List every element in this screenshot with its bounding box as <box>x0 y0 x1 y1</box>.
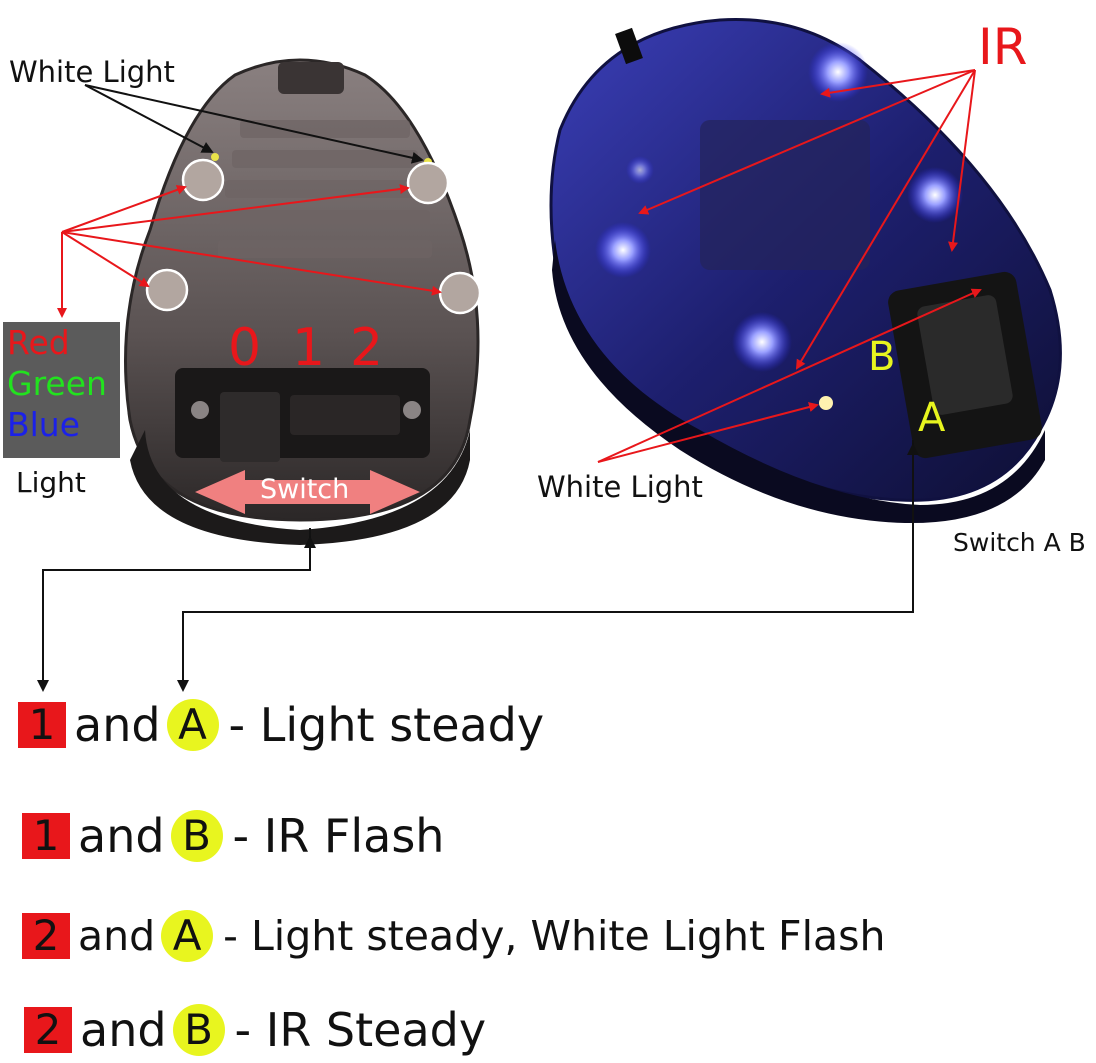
position-a-label: A <box>918 395 946 441</box>
white-light-label-right: White Light <box>537 470 703 504</box>
mode-switch-number: 1 <box>22 813 70 859</box>
mode-row-3: 2 and A - Light steady, White Light Flas… <box>22 906 886 966</box>
mode-row-4: 2 and B - IR Steady <box>24 1000 486 1060</box>
switch-connectors <box>37 440 919 692</box>
position-number-1: 1 <box>292 318 326 378</box>
mode-switch-number: 2 <box>24 1007 72 1053</box>
mode-description: - Light steady <box>228 698 545 752</box>
position-number-2: 2 <box>350 318 384 378</box>
mode-row-1: 1 and A - Light steady <box>18 695 544 755</box>
position-number-0: 0 <box>228 318 262 378</box>
mode-position-letter: B <box>172 1004 225 1056</box>
mode-switch-number: 1 <box>18 702 66 748</box>
ir-label: IR <box>978 18 1028 76</box>
mode-position-letter: A <box>166 699 219 751</box>
mode-position-letter: A <box>161 910 214 962</box>
swatch-green: Green <box>7 364 107 403</box>
mode-connector: and <box>78 912 156 960</box>
mode-connector: and <box>78 809 165 863</box>
rgb-color-swatch: Red Green Blue <box>3 322 120 458</box>
switch-double-arrow <box>195 470 420 514</box>
left-rgb-arrows <box>57 184 442 318</box>
right-white-light-arrows <box>597 288 982 463</box>
switch-label-left: Switch <box>260 474 350 505</box>
mode-description: - IR Steady <box>234 1003 487 1057</box>
blue-leds <box>595 42 963 372</box>
mode-row-2: 1 and B - IR Flash <box>22 806 444 866</box>
right-strobe-device <box>549 18 1062 524</box>
mode-connector: and <box>74 698 161 752</box>
rgb-light-caption: Light <box>16 466 86 499</box>
mode-switch-number: 2 <box>22 913 70 959</box>
switch-ab-label: Switch A B <box>953 528 1086 557</box>
white-light-label-left: White Light <box>9 55 175 89</box>
ir-arrows <box>638 69 976 370</box>
mode-description: - IR Flash <box>232 809 445 863</box>
mode-description: - Light steady, White Light Flash <box>223 912 886 960</box>
position-b-label: B <box>868 334 896 380</box>
swatch-red: Red <box>7 323 70 362</box>
left-strobe-device <box>124 58 482 545</box>
mode-position-letter: B <box>170 810 223 862</box>
left-white-light-arrows <box>84 84 424 164</box>
led-circles-left <box>145 158 482 315</box>
swatch-blue: Blue <box>7 405 81 444</box>
mode-connector: and <box>80 1003 167 1057</box>
